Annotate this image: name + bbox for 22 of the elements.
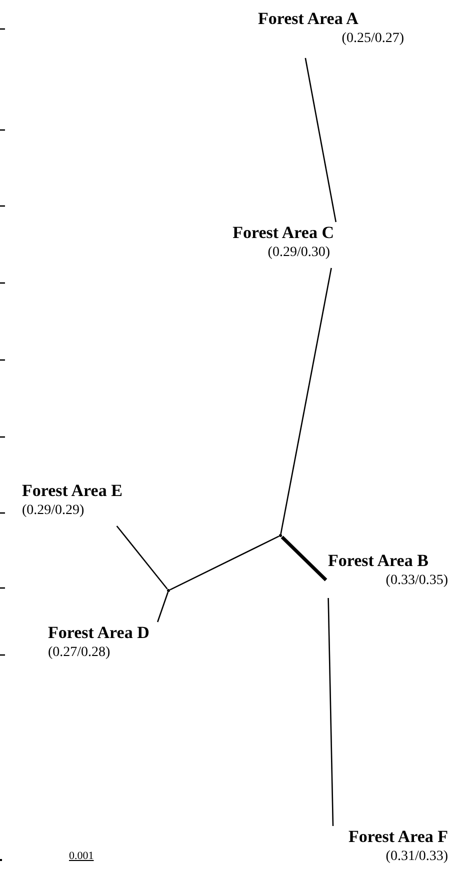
branch-point: [279, 534, 282, 537]
distance-value: (0.25/0.27): [340, 30, 404, 48]
tree-branch: [116, 526, 168, 590]
tree-branch: [156, 592, 169, 622]
tree-branch: [280, 268, 332, 534]
distance-value: (0.33/0.35): [384, 572, 448, 590]
taxon-name: Forest Area C: [232, 222, 335, 244]
tree-branch: [280, 536, 328, 582]
taxon-name: Forest Area A: [258, 8, 360, 30]
tree-branch: [328, 598, 334, 826]
distance-value: (0.29/0.30): [266, 244, 331, 262]
distance-value: (0.31/0.33): [384, 848, 448, 866]
tree-branch: [170, 536, 280, 590]
taxon-name: Forest Area D: [48, 622, 150, 644]
distance-value: (0.27/0.28): [48, 644, 112, 662]
taxon-name: Forest Area E: [22, 480, 124, 502]
taxon-name: Forest Area B: [327, 550, 430, 572]
tree-branch: [304, 58, 337, 222]
branch-point: [167, 589, 170, 592]
taxon-name: Forest Area F: [348, 826, 448, 848]
scale-bar-label: 0.001: [69, 850, 94, 862]
distance-value: (0.29/0.29): [22, 502, 86, 520]
